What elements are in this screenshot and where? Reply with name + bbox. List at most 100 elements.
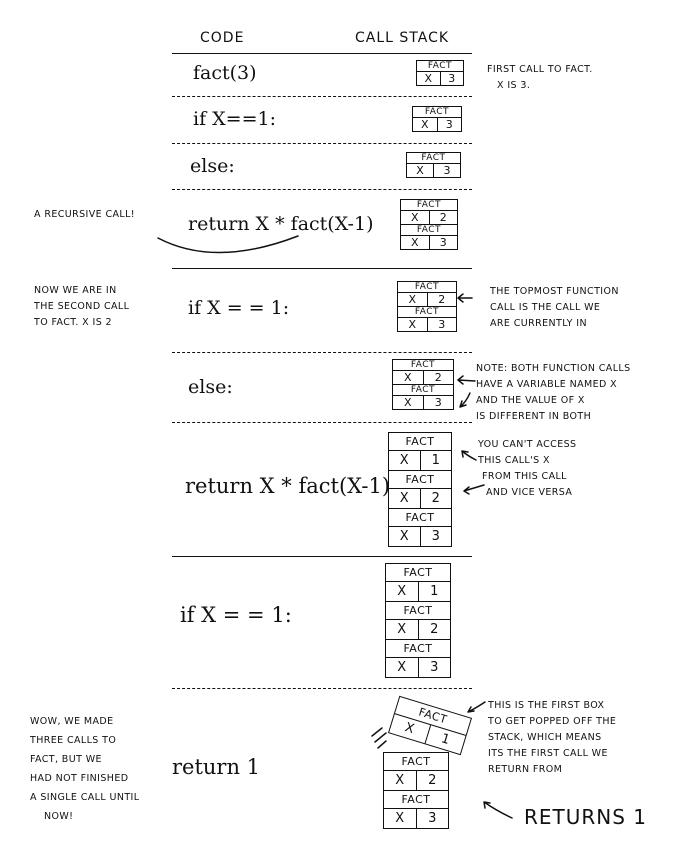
frame-var-name: X bbox=[389, 489, 421, 508]
note-line: NOW! bbox=[44, 811, 74, 822]
frame-var-value: 2 bbox=[434, 371, 442, 384]
frame-var-value: 1 bbox=[430, 584, 439, 599]
step-divider bbox=[172, 688, 472, 689]
frame-var-name: X bbox=[417, 72, 441, 85]
frame-name: FACT bbox=[398, 282, 456, 293]
frame-var-name: X bbox=[389, 527, 421, 546]
returns-label: RETURNS 1 bbox=[524, 805, 648, 829]
note-line: IS DIFFERENT IN BOTH bbox=[476, 411, 592, 422]
frame-var-value: 3 bbox=[445, 118, 453, 131]
note-line: AND THE VALUE OF X bbox=[476, 395, 585, 406]
code-line-5: if X = = 1: bbox=[188, 297, 290, 319]
note-line: X IS 3. bbox=[497, 80, 531, 91]
note-line: A SINGLE CALL UNTIL bbox=[30, 792, 140, 803]
pop-motion-lines bbox=[371, 727, 387, 749]
note-line: THIS CALL'S X bbox=[478, 455, 550, 466]
note-line: YOU CAN'T ACCESS bbox=[478, 439, 577, 450]
code-line-4: return X * fact(X-1) bbox=[188, 213, 374, 235]
code-line-3: else: bbox=[190, 155, 235, 177]
frame-var-name: X bbox=[413, 118, 438, 131]
frame-name: FACT bbox=[398, 307, 456, 318]
frame-var-name: X bbox=[393, 396, 424, 409]
frame-var-value: 3 bbox=[430, 660, 439, 675]
frame-name: FACT bbox=[384, 753, 448, 771]
second-call-note: NOW WE ARE IN THE SECOND CALL TO fact. X… bbox=[34, 283, 129, 331]
code-column-header: CODE bbox=[200, 30, 245, 46]
first-popped-note: THIS IS THE FIRST BOX TO GET POPPED OFF … bbox=[488, 698, 616, 778]
note-line: NOTE: BOTH FUNCTION CALLS bbox=[476, 363, 631, 374]
frame-name: FACT bbox=[393, 385, 453, 396]
frame-name: FACT bbox=[389, 509, 451, 527]
note-line: TO GET POPPED OFF THE bbox=[488, 716, 617, 727]
frame-var-value: 3 bbox=[428, 811, 437, 826]
frame-var-value: 3 bbox=[431, 529, 440, 544]
frame-name: FACT bbox=[389, 471, 451, 489]
note-line: AND VICE VERSA bbox=[486, 487, 573, 498]
header-divider bbox=[172, 53, 472, 54]
frame-var-value: 2 bbox=[430, 622, 439, 637]
both-calls-note: NOTE: BOTH FUNCTION CALLS HAVE A VARIABL… bbox=[476, 361, 631, 425]
frame-var-value: 3 bbox=[448, 72, 456, 85]
frame-name: FACT bbox=[386, 564, 450, 582]
frame-var-name: X bbox=[386, 582, 419, 601]
frame-var-value: 2 bbox=[431, 491, 440, 506]
note-line: ITS THE FIRST CALL WE bbox=[488, 748, 608, 759]
frame-var-value: 3 bbox=[443, 164, 451, 177]
frame-var-name: X bbox=[386, 620, 419, 639]
note-line: FROM THIS CALL bbox=[482, 471, 567, 482]
arrow-first-popped bbox=[467, 701, 486, 713]
step-divider bbox=[172, 189, 472, 190]
step-divider bbox=[172, 422, 472, 423]
note-line: ARE CURRENTLY IN bbox=[490, 318, 587, 329]
step-divider bbox=[172, 352, 472, 353]
frame-name: FACT bbox=[386, 640, 450, 658]
code-line-1: fact(3) bbox=[193, 62, 257, 84]
frame-var-name: X bbox=[393, 371, 424, 384]
frame-name: FACT bbox=[401, 200, 457, 211]
code-line-8: if X = = 1: bbox=[180, 603, 292, 627]
code-line-9: return 1 bbox=[172, 755, 261, 779]
note-line: THREE CALLS TO bbox=[30, 735, 117, 746]
frame-name: FACT bbox=[384, 791, 448, 809]
note-line: STACK, WHICH MEANS bbox=[488, 732, 602, 743]
frame-var-value: 2 bbox=[428, 773, 437, 788]
step-divider bbox=[172, 268, 472, 269]
arrow-cant-access-1 bbox=[461, 450, 477, 461]
note-line: FIRST CALL TO fact. bbox=[487, 64, 593, 75]
frame-var-name: X bbox=[389, 451, 421, 470]
frame-var-name: X bbox=[384, 771, 417, 790]
frame-name: FACT bbox=[413, 107, 461, 118]
arrow-returns bbox=[483, 801, 513, 819]
note-line: HAVE A VARIABLE NAMED X bbox=[476, 379, 618, 390]
call-stack-column-header: CALL STACK bbox=[355, 30, 450, 46]
frame-name: FACT bbox=[393, 360, 453, 371]
note-line: RETURN FROM bbox=[488, 764, 563, 775]
note-line: HAD NOT FINISHED bbox=[30, 773, 129, 784]
note-line: CALL IS THE CALL WE bbox=[490, 302, 601, 313]
frame-var-value: 3 bbox=[438, 318, 446, 331]
frame-name: FACT bbox=[401, 225, 457, 236]
arrow-topmost bbox=[457, 293, 473, 303]
note-line: WOW, WE MADE bbox=[30, 716, 114, 727]
frame-var-name: X bbox=[407, 164, 434, 177]
frame-var-name: X bbox=[401, 236, 430, 249]
frame-var-name: X bbox=[398, 318, 428, 331]
note-line: TO fact. X IS 2 bbox=[34, 317, 112, 328]
topmost-call-note: THE TOPMOST FUNCTION CALL IS THE CALL WE… bbox=[490, 284, 619, 332]
frame-var-value: 2 bbox=[439, 211, 447, 224]
